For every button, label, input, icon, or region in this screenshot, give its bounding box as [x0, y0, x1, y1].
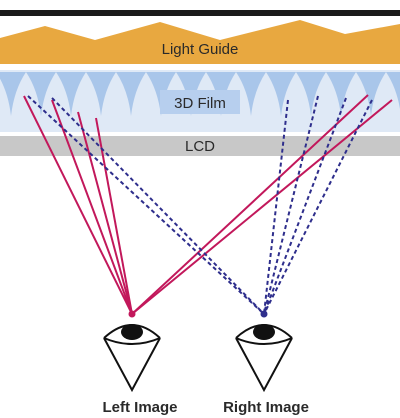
film-tooth — [266, 72, 296, 116]
left-eye-icon — [103, 324, 161, 393]
left-ray-line — [131, 94, 369, 315]
film-tooth — [0, 72, 26, 116]
left-focus-point — [128, 310, 136, 318]
film-tooth — [116, 72, 146, 116]
right-ray-line — [263, 99, 373, 315]
film-tooth — [26, 72, 56, 116]
left-ray-line — [77, 111, 133, 315]
film-tooth — [296, 72, 326, 116]
film-tooth — [56, 72, 86, 116]
left-eye-rays — [23, 94, 393, 318]
film-tooth — [356, 72, 386, 116]
film-tooth — [386, 72, 400, 110]
right-eye-icon — [235, 324, 293, 393]
film-tooth — [326, 72, 356, 116]
top-bar — [0, 10, 400, 16]
left-ray-line — [23, 95, 133, 315]
film-lenticular-teeth — [0, 72, 400, 116]
right-ray-line — [263, 99, 289, 315]
film-label: 3D Film — [174, 95, 226, 112]
left-image-label: Left Image — [102, 399, 177, 416]
left-ray-line — [131, 99, 393, 315]
film-tooth — [86, 72, 116, 116]
right-focus-point — [260, 310, 268, 318]
film-label-backdrop — [160, 90, 240, 114]
left-ray-line — [95, 117, 133, 315]
right-eye-rays — [27, 95, 373, 318]
right-image-label: Right Image — [223, 399, 309, 416]
film-tooth — [236, 72, 266, 116]
lcd-label: LCD — [185, 138, 215, 155]
light-guide-label: Light Guide — [162, 41, 239, 58]
light-guide-layer — [0, 20, 400, 64]
right-ray-line — [263, 97, 347, 315]
right-ray-line — [51, 97, 265, 315]
left-ray-line — [51, 99, 133, 315]
right-ray-line — [263, 95, 319, 315]
right-ray-line — [27, 95, 265, 315]
